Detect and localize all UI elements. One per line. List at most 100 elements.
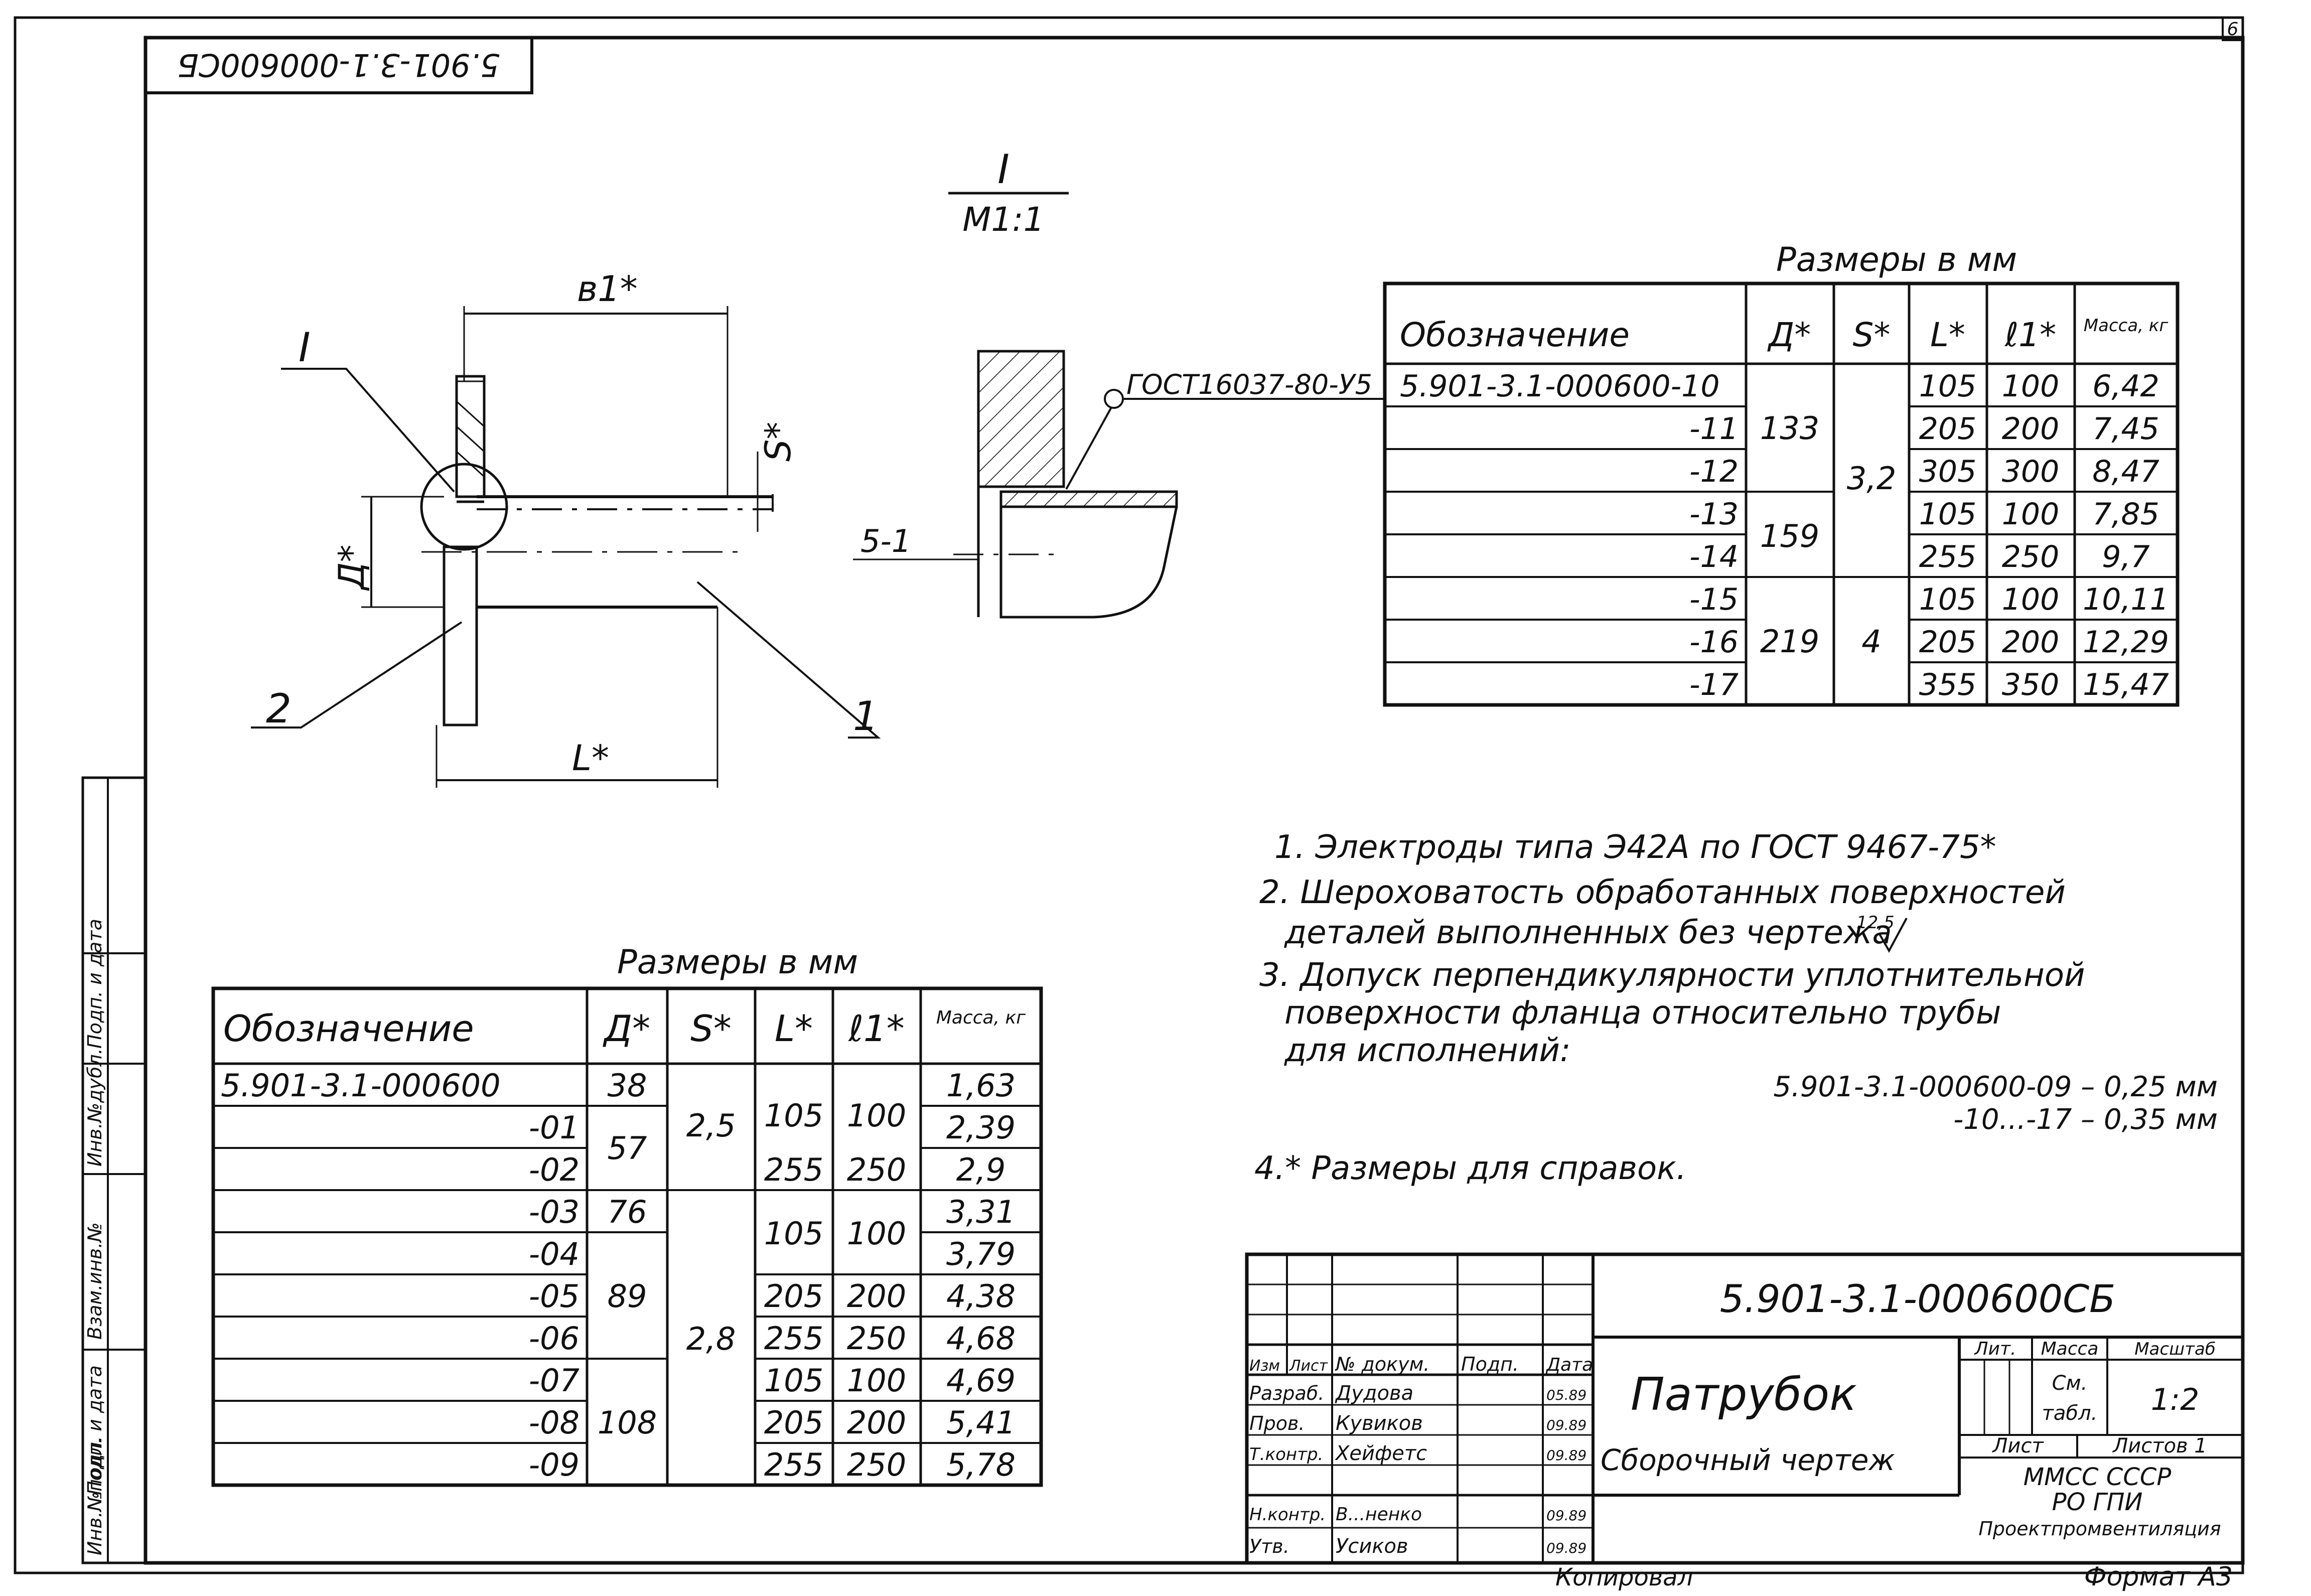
- bot-code-7: -06: [529, 1320, 580, 1357]
- detail-scale: М1:1: [962, 200, 1044, 239]
- main-view: [251, 306, 881, 788]
- top-mass-3: 8,47: [2092, 454, 2159, 489]
- top-l-3: 305: [1919, 454, 1977, 489]
- bot-code-8: -07: [529, 1362, 580, 1399]
- mirrored-stamp-box: [144, 36, 533, 94]
- top-code-8: -17: [1689, 667, 1739, 702]
- bot-l1-8: 250: [847, 1446, 906, 1483]
- bot-code-2: -01: [529, 1109, 580, 1146]
- bot-code-10: -09: [529, 1446, 580, 1483]
- top-l-5: 255: [1919, 539, 1977, 574]
- tb-name-5: Усиков: [1336, 1535, 1408, 1558]
- tb-scale-label: Масштаб: [2134, 1339, 2216, 1359]
- top-mass-2: 7,45: [2092, 411, 2159, 447]
- tb-col-list: Лист: [1289, 1357, 1329, 1375]
- bot-l-2: 255: [764, 1151, 823, 1188]
- tb-role-5: Утв.: [1249, 1535, 1289, 1557]
- top-l1-7: 200: [2002, 625, 2060, 660]
- tb-org-3: Проектпромвентиляция: [1978, 1518, 2221, 1540]
- top-l1-3: 300: [2002, 454, 2060, 489]
- bot-l-7: 205: [764, 1404, 823, 1441]
- top-h-mass: Масса, кг: [2084, 316, 2169, 336]
- top-mass-7: 12,29: [2083, 625, 2169, 660]
- top-mass-4: 7,85: [2092, 497, 2159, 532]
- bot-l1-3: 100: [847, 1215, 906, 1252]
- dim-b1: в1*: [577, 268, 638, 310]
- note-3b: поверхности фланца относительно трубы: [1284, 994, 2001, 1032]
- page-number: 6: [2227, 19, 2239, 40]
- top-code-2: -11: [1689, 411, 1739, 447]
- section-label: 5-1: [860, 523, 911, 559]
- side-strip: Инв.№подл. Подп. и дата Взам.инв.№ Инв.№…: [81, 776, 147, 1564]
- bot-mass-6: 4,38: [946, 1278, 1016, 1315]
- tb-role-3: Т.контр.: [1249, 1444, 1323, 1465]
- top-l-7: 205: [1919, 625, 1977, 660]
- note-3a: 3. Допуск перпендикулярности уплотнитель…: [1259, 957, 2085, 994]
- top-d-3: 219: [1760, 623, 1819, 660]
- bot-l-6: 105: [764, 1362, 823, 1399]
- title-block-text: 5.901-3.1-000600СБ Патрубок Сборочный че…: [1249, 1276, 2221, 1558]
- top-mass-6: 10,11: [2083, 582, 2169, 617]
- tb-doc-type: Сборочный чертеж: [1601, 1443, 1895, 1477]
- top-d-1: 133: [1760, 410, 1819, 447]
- note-3e: -10...-17 – 0,35 мм: [1953, 1103, 2218, 1136]
- bot-mass-2: 2,39: [946, 1109, 1016, 1146]
- top-table-caption: Размеры в мм: [1776, 240, 2017, 279]
- bot-d-1: 38: [608, 1067, 647, 1104]
- side-label-sign1: Подп. и дата: [84, 1365, 106, 1495]
- bot-l-1: 105: [764, 1097, 823, 1134]
- bot-l1-7: 200: [847, 1404, 906, 1441]
- top-mass-1: 6,42: [2092, 369, 2159, 404]
- tb-mass-value-2: табл.: [2042, 1402, 2098, 1425]
- bot-s-1: 2,5: [686, 1107, 736, 1144]
- dim-s: S*: [758, 422, 799, 462]
- top-code-7: -16: [1689, 625, 1739, 660]
- top-table-grid: [1383, 281, 2180, 707]
- bottom-table-caption: Размеры в мм: [617, 943, 858, 981]
- bot-l1-6: 100: [847, 1362, 906, 1399]
- bot-code-6: -05: [529, 1278, 580, 1315]
- tb-date-1: 05.89: [1546, 1387, 1586, 1403]
- tb-mass-value-1: См.: [2052, 1372, 2088, 1395]
- tb-col-doc: № докум.: [1335, 1353, 1429, 1375]
- tb-org-1: ММСС СССР: [2024, 1463, 2172, 1491]
- tb-date-3: 09.89: [1546, 1447, 1586, 1464]
- bot-l-5: 255: [764, 1320, 823, 1357]
- pos-1: 1: [853, 693, 879, 740]
- bot-d-5: 108: [598, 1404, 657, 1441]
- bot-l1-5: 250: [847, 1320, 906, 1357]
- top-code-1: 5.901-3.1-000600-10: [1400, 369, 1720, 404]
- top-l-8: 355: [1919, 667, 1977, 702]
- top-l-2: 205: [1919, 411, 1977, 447]
- top-s-2: 4: [1861, 623, 1881, 660]
- bot-code-4: -03: [529, 1194, 580, 1230]
- bot-l1-4: 200: [847, 1278, 906, 1315]
- footer-copied: Копировал: [1555, 1563, 1693, 1591]
- top-code-6: -15: [1689, 582, 1739, 617]
- top-table-text: Обозначение Д* S* L* ℓ1* Масса, кг 5.901…: [1400, 316, 2169, 702]
- bot-h-designation: Обозначение: [223, 1007, 474, 1050]
- detail-mark: I: [997, 146, 1009, 193]
- tb-role-1: Разраб.: [1249, 1382, 1324, 1404]
- title-block-grid: [1245, 1252, 2245, 1565]
- top-s-1: 3,2: [1847, 460, 1897, 497]
- bot-mass-1: 1,63: [946, 1067, 1016, 1104]
- footer-format: Формат А3: [2084, 1562, 2233, 1592]
- bot-l1-2: 250: [847, 1151, 906, 1188]
- note-1: 1. Электроды типа Э42А по ГОСТ 9467-75*: [1274, 829, 1996, 866]
- tb-date-4: 09.89: [1546, 1507, 1586, 1524]
- tb-name: Патрубок: [1631, 1368, 1857, 1421]
- tb-scale-value: 1:2: [2151, 1382, 2200, 1417]
- top-mass-5: 9,7: [2102, 539, 2149, 574]
- tb-col-sign: Подп.: [1461, 1353, 1519, 1375]
- tb-name-4: В...ненко: [1336, 1504, 1422, 1525]
- tb-name-1: Дудова: [1335, 1382, 1413, 1405]
- top-l1-2: 200: [2002, 411, 2060, 447]
- bot-l-4: 205: [764, 1278, 823, 1315]
- bot-h-l: L*: [775, 1007, 813, 1050]
- top-code-4: -13: [1689, 497, 1739, 532]
- side-label-dubl: Инв.№дубл.: [84, 1048, 106, 1167]
- tb-org-2: РО ГПИ: [2052, 1488, 2143, 1516]
- pos-2: 2: [266, 685, 292, 732]
